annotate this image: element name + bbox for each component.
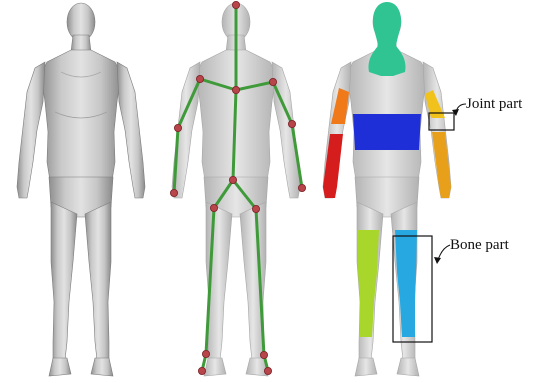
- panel-plain-mesh: [17, 3, 145, 376]
- right-forearm-part: [323, 134, 343, 198]
- bone-part-label: Bone part: [450, 237, 510, 253]
- right-leg-part: [357, 230, 379, 337]
- bone-part-arrow: [438, 245, 450, 260]
- joint-part-label: Joint part: [466, 96, 523, 112]
- bone-part-arrowhead: [434, 257, 441, 264]
- left-leg-part: [395, 230, 417, 337]
- panel-skeleton: [170, 1, 305, 376]
- torso-part: [353, 114, 421, 150]
- left-forearm-part: [432, 132, 451, 198]
- head-part: [368, 2, 405, 76]
